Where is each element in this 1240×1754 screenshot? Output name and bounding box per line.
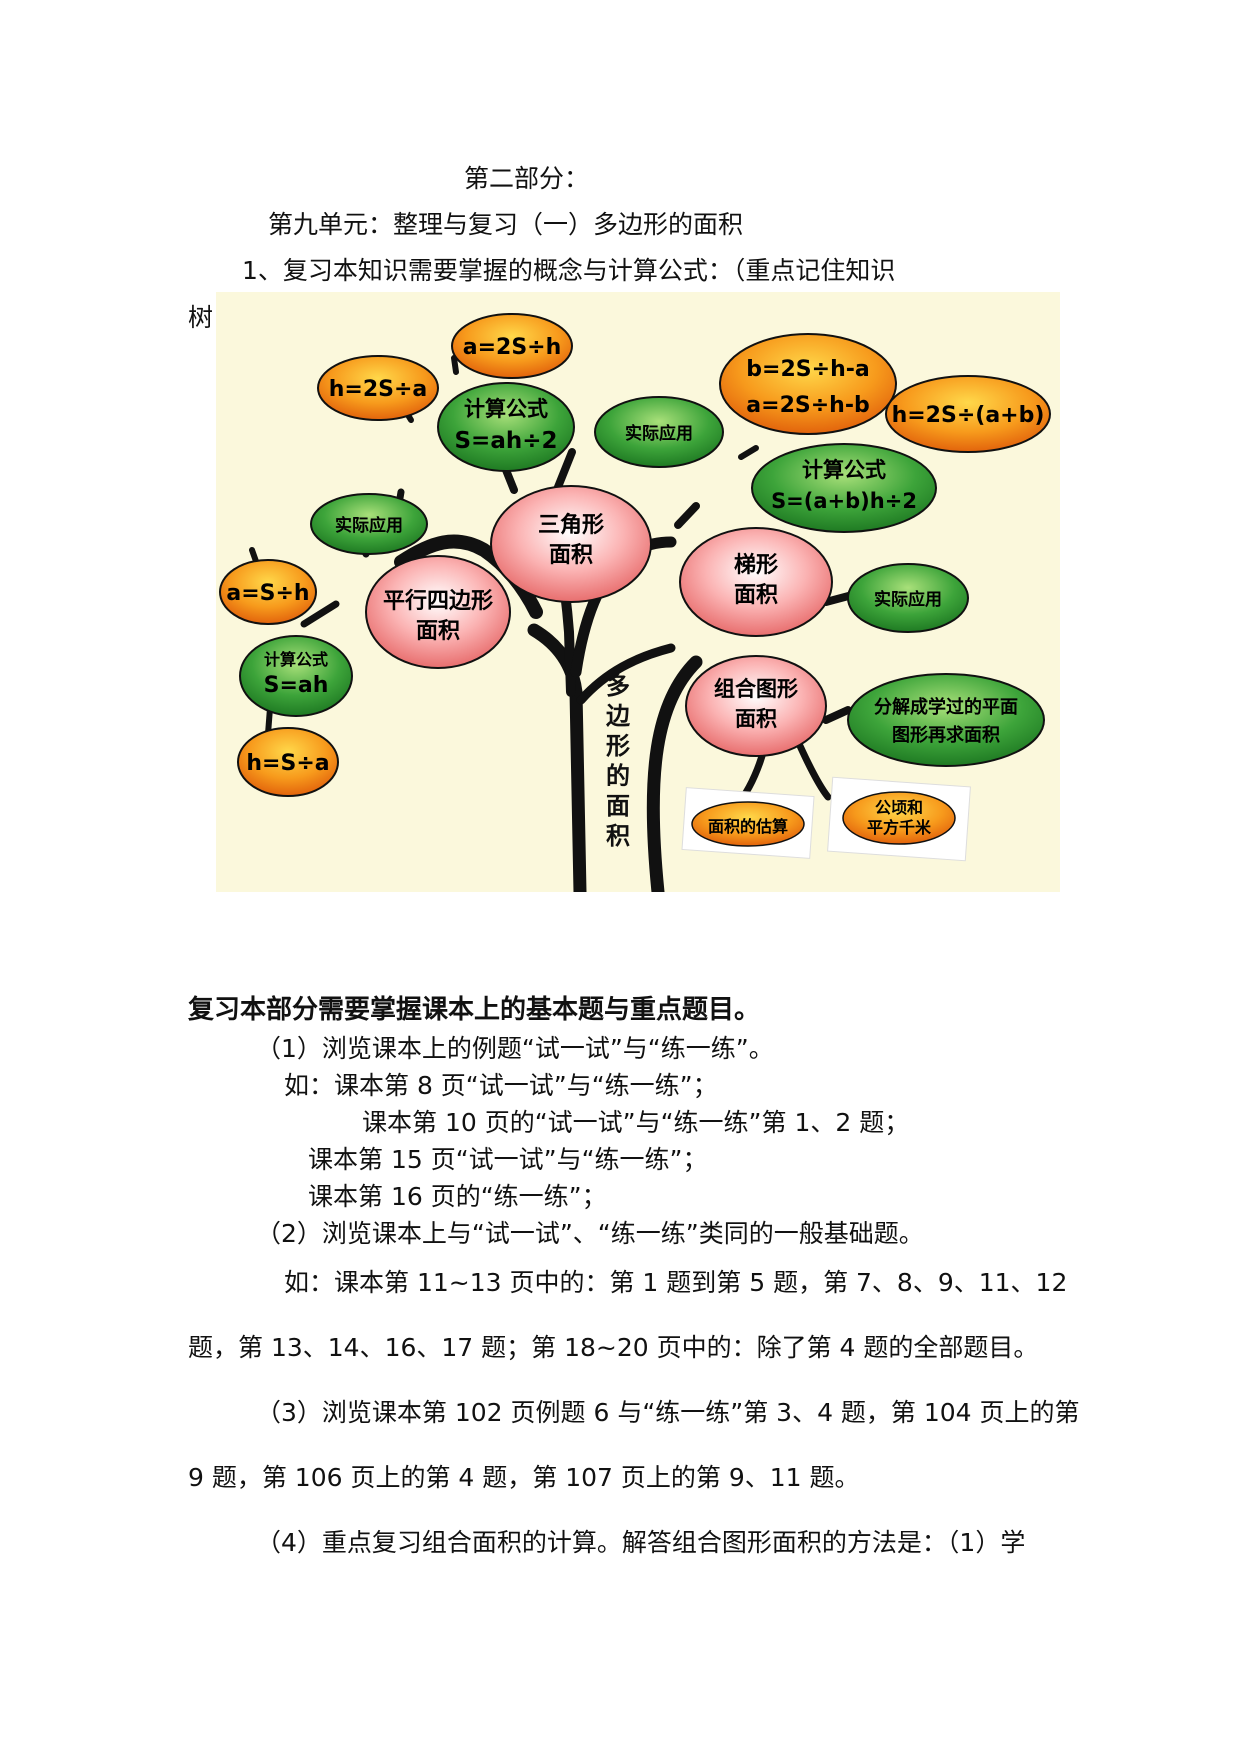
trapezoid-application-node: 实际应用 [847,563,969,633]
section-2-line: 9 题，第 106 页上的第 4 题，第 107 页上的第 9、11 题。 [188,1463,860,1492]
trapezoid-leaf-h-text: h=2S÷(a+b) [892,403,1045,428]
composite-units-text-2: 平方千米 [867,818,932,837]
composite-node: 组合图形 面积 [685,655,827,757]
triangle-title-1: 三角形 [538,512,604,538]
unit-heading: 第九单元：整理与复习（一）多边形的面积 [268,210,744,239]
composite-title-2: 面积 [735,707,777,731]
trapezoid-node: 梯形 面积 [679,527,833,637]
composite-units-card: 公顷和 平方千米 [827,776,971,862]
trunk-label: 多 边 形 的 面 积 [606,672,631,850]
trunk-char: 积 [606,822,630,850]
parallelogram-leaf-a-text: a=S÷h [226,581,309,606]
section-2-line: 如：课本第 11~13 页中的：第 1 题到第 5 题，第 7、8、9、11、1… [284,1268,1068,1297]
trapezoid-leaf-a-text: a=2S÷h-b [746,393,869,418]
trapezoid-title-2: 面积 [734,583,778,608]
parallelogram-title-2: 面积 [416,619,460,644]
parallelogram-leaf-a: a=S÷h [219,559,317,625]
composite-units-text-1: 公顷和 [875,798,923,817]
trunk-char: 多 [606,672,630,700]
triangle-title-2: 面积 [549,543,593,568]
parallelogram-leaf-h-text: h=S÷a [246,751,329,776]
trapezoid-formula-title: 计算公式 [802,458,886,482]
triangle-formula-title: 计算公式 [464,397,548,421]
trapezoid-formula: S=(a+b)h÷2 [771,489,917,513]
parallelogram-formula: S=ah [264,673,329,698]
composite-estimate-card: 面积的估算 [681,787,815,859]
triangle-application: 实际应用 [625,423,693,444]
composite-method-2: 图形再求面积 [892,724,1000,746]
section-2-line: 课本第 15 页“试一试”与“练一练”； [308,1145,708,1174]
parallelogram-leaf-h: h=S÷a [237,727,339,797]
parallelogram-application: 实际应用 [335,515,403,536]
parallelogram-node: 平行四边形 面积 [365,555,511,669]
section-2-line: （3）浏览课本第 102 页例题 6 与“练一练”第 3、4 题，第 104 页… [256,1398,1080,1427]
trapezoid-leaf-ab: b=2S÷h-a a=2S÷h-b [719,333,897,435]
knowledge-tree-diagram: 多 边 形 的 面 积 平行四边形 面积 计算公式 S=ah 实际应用 a=S÷… [216,292,1060,892]
parallelogram-title-1: 平行四边形 [383,588,493,614]
triangle-application-node: 实际应用 [594,396,724,468]
trunk-char: 的 [606,762,630,790]
trapezoid-title-1: 梯形 [734,552,778,578]
triangle-leaf-h-text: h=2S÷a [329,377,428,402]
section-2-line: 如：课本第 8 页“试一试”与“练一练”； [284,1071,718,1100]
triangle-leaf-h: h=2S÷a [317,355,439,421]
section-2-line: 课本第 16 页的“练一练”； [308,1182,607,1211]
composite-method-node: 分解成学过的平面 图形再求面积 [847,673,1045,767]
point-1-continuation: 树 [188,303,214,332]
parallelogram-formula-node: 计算公式 S=ah [239,635,353,717]
section-2-line: （4）重点复习组合面积的计算。解答组合图形面积的方法是：（1）学 [256,1528,1026,1557]
composite-estimate-text: 面积的估算 [708,817,788,836]
composite-title-1: 组合图形 [714,677,798,701]
point-1-text: 1、复习本知识需要掌握的概念与计算公式：（重点记住知识 [242,256,896,285]
triangle-leaf-a-text: a=2S÷h [463,335,562,360]
section-2-line: （1）浏览课本上的例题“试一试”与“练一练”。 [256,1034,774,1063]
trunk-char: 边 [606,702,631,730]
triangle-leaf-a: a=2S÷h [451,313,573,379]
trapezoid-formula-node: 计算公式 S=(a+b)h÷2 [751,443,937,533]
section-2-line: 题，第 13、14、16、17 题；第 18~20 页中的：除了第 4 题的全部… [188,1333,1039,1362]
triangle-formula: S=ah÷2 [454,428,557,454]
triangle-node: 三角形 面积 [490,485,652,603]
section-2-line: 课本第 10 页的“试一试”与“练一练”第 1、2 题； [362,1108,910,1137]
parallelogram-application-node: 实际应用 [310,493,428,555]
parallelogram-formula-title: 计算公式 [264,650,328,669]
trapezoid-application: 实际应用 [874,589,942,610]
trapezoid-leaf-b-text: b=2S÷h-a [746,357,869,382]
part-heading: 第二部分： [464,164,590,193]
trunk-char: 形 [606,732,630,760]
trunk-char: 面 [606,792,630,820]
section-2-title: 复习本部分需要掌握课本上的基本题与重点题目。 [188,995,761,1025]
triangle-formula-node: 计算公式 S=ah÷2 [437,382,575,472]
composite-method-1: 分解成学过的平面 [874,696,1018,718]
trapezoid-leaf-h: h=2S÷(a+b) [885,375,1051,453]
section-2-line: （2）浏览课本上与“试一试”、“练一练”类同的一般基础题。 [256,1219,924,1248]
